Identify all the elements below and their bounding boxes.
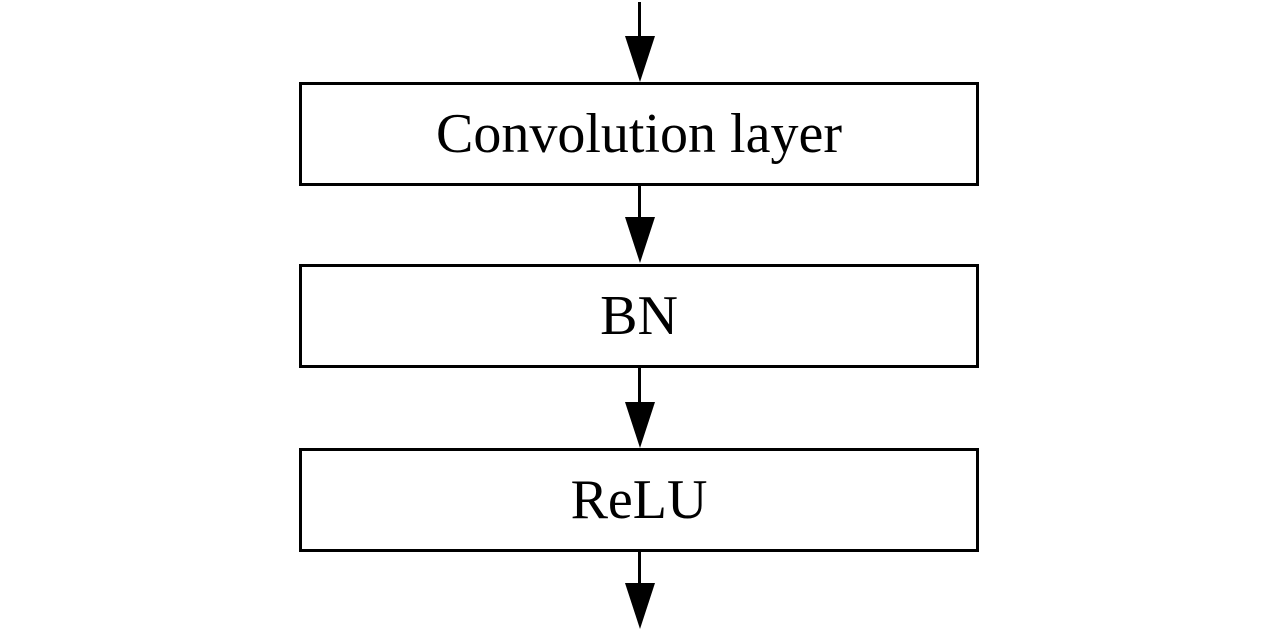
conv-to-bn-arrowhead-icon <box>625 217 655 263</box>
node-convolution-layer-label: Convolution layer <box>436 103 842 165</box>
input-arrow-line <box>638 2 641 42</box>
bn-to-relu-arrow-line <box>638 368 641 408</box>
input-arrowhead-icon <box>625 36 655 82</box>
node-convolution-layer: Convolution layer <box>299 82 979 186</box>
bn-to-relu-arrowhead-icon <box>625 402 655 448</box>
output-arrowhead-icon <box>625 583 655 629</box>
node-bn: BN <box>299 264 979 368</box>
node-bn-label: BN <box>600 285 678 347</box>
node-relu: ReLU <box>299 448 979 552</box>
conv-to-bn-arrow-line <box>638 186 641 224</box>
output-arrow-line <box>638 552 641 590</box>
node-relu-label: ReLU <box>570 469 708 531</box>
